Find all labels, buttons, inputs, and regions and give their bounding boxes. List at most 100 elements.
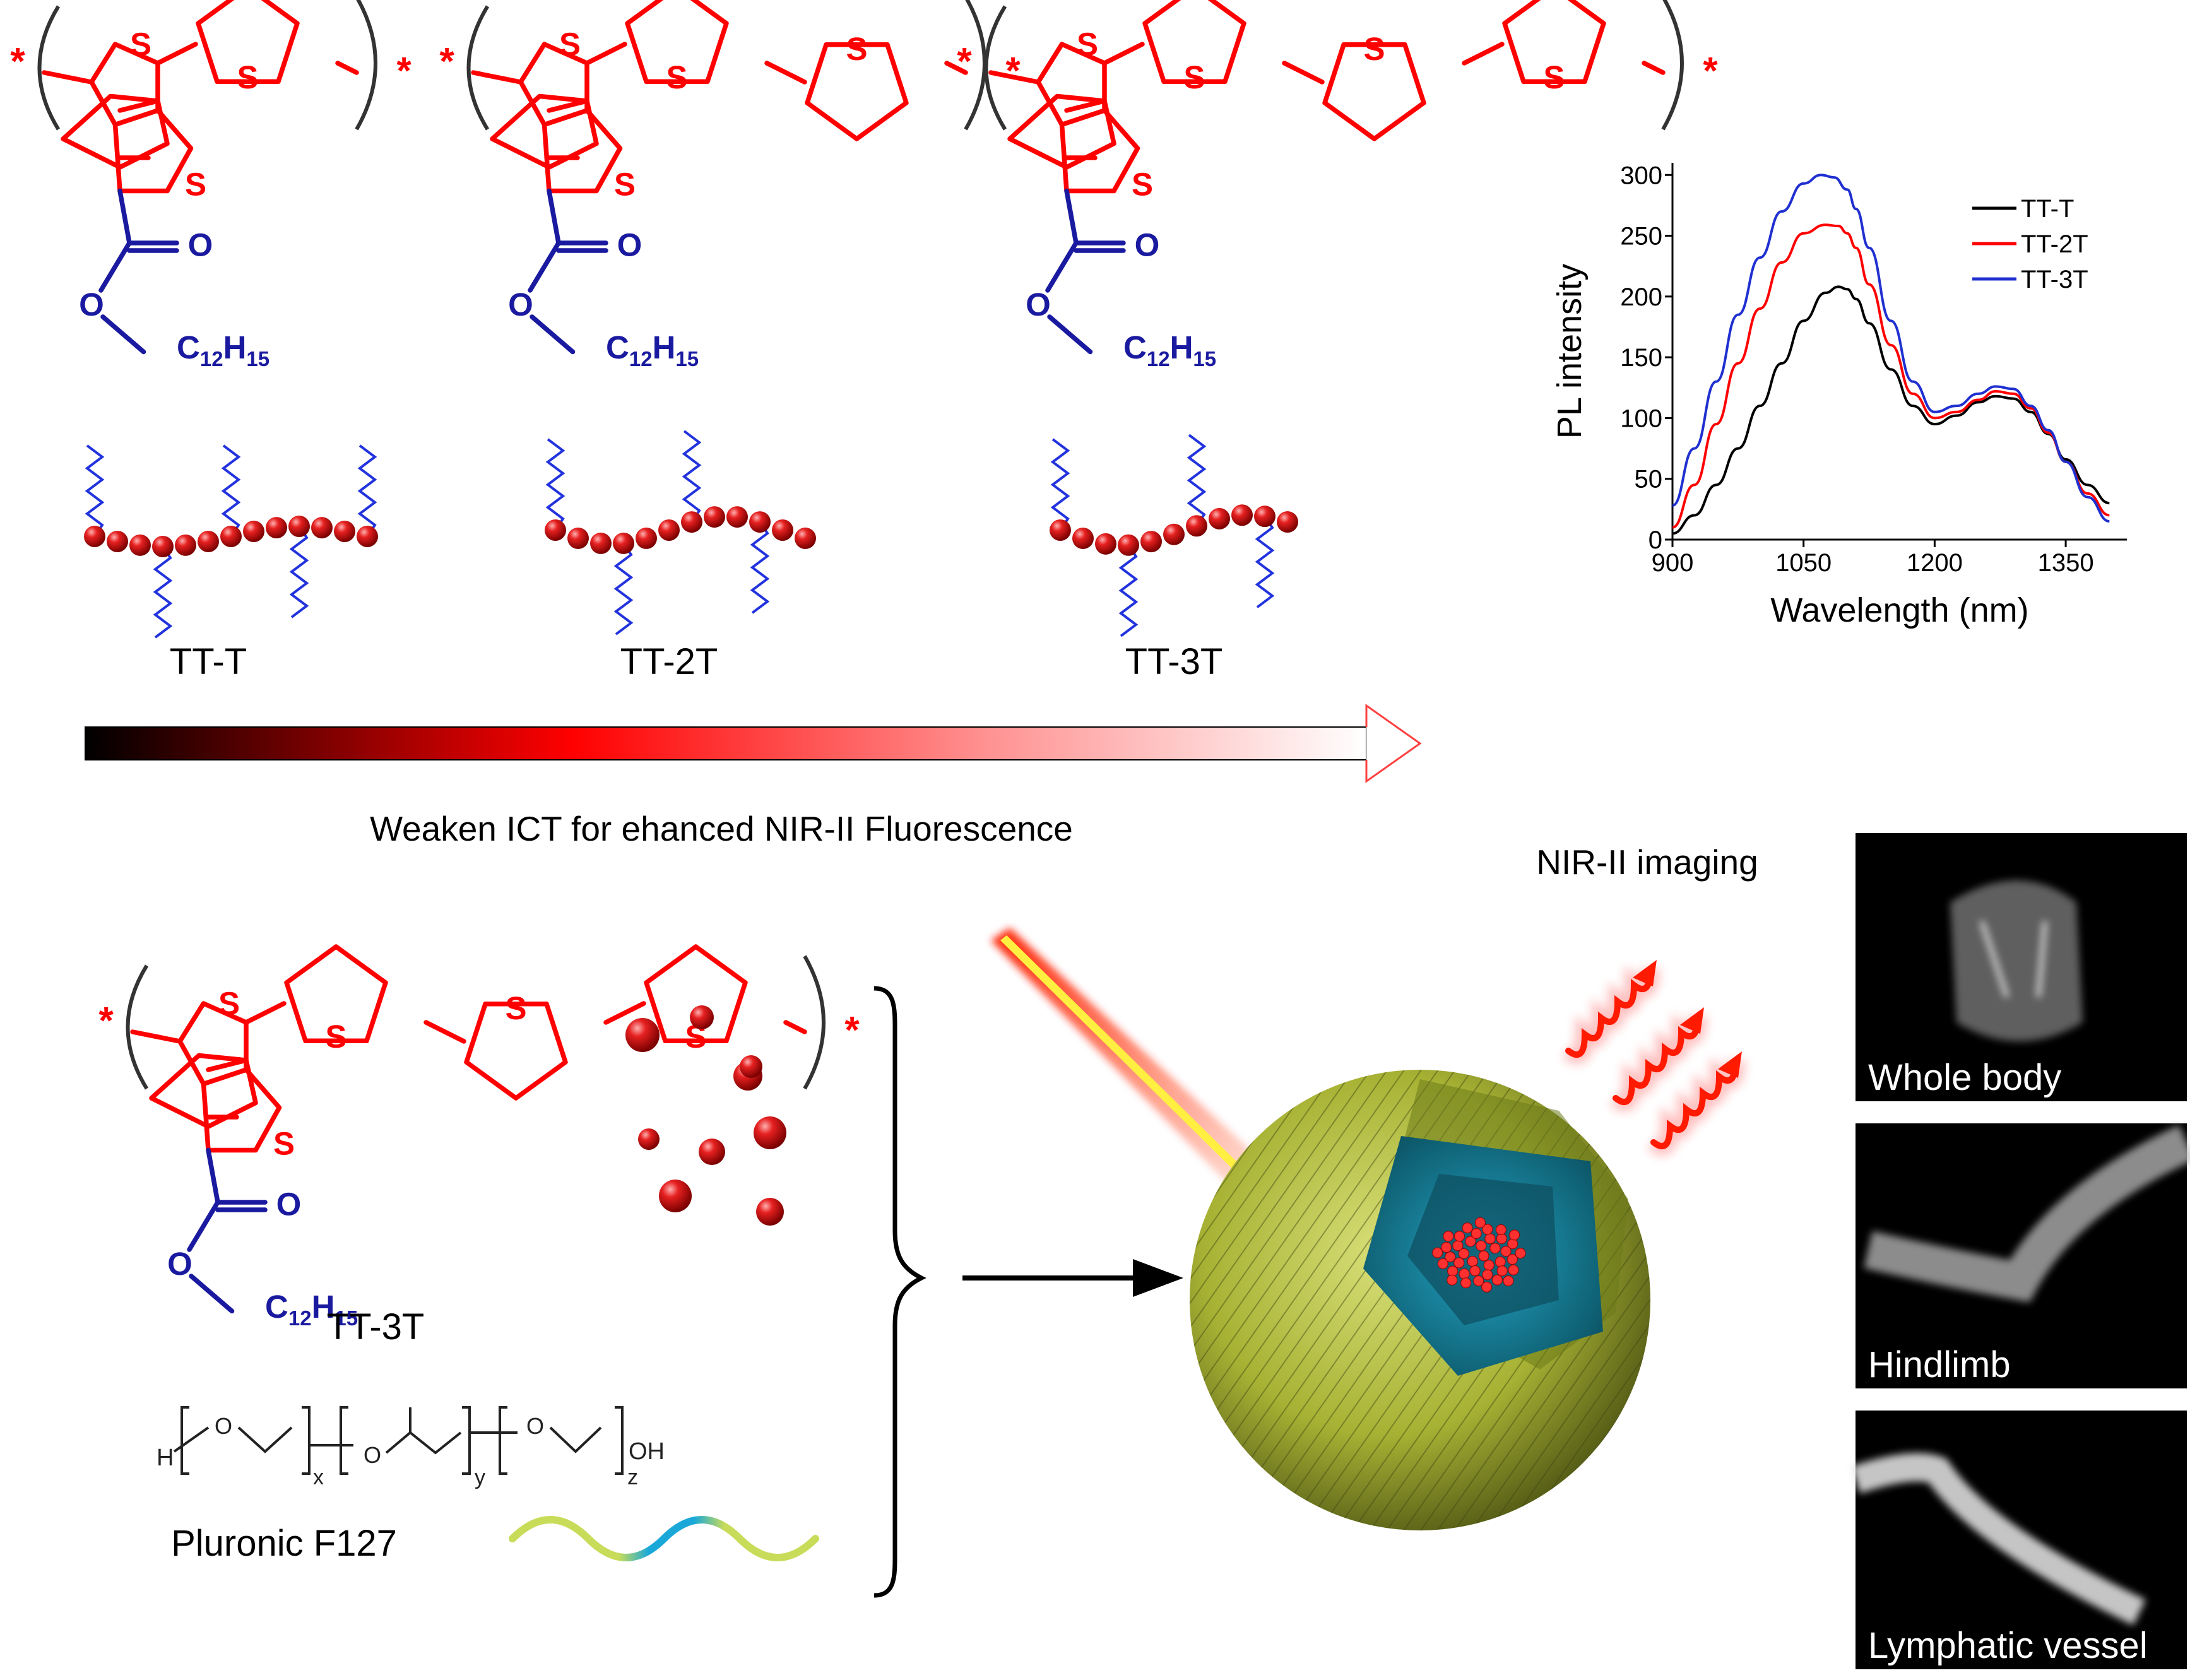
core-dot [1452, 1240, 1464, 1251]
alkyl-h: H [312, 1289, 335, 1325]
bond [189, 1274, 235, 1314]
wave-glow [1562, 966, 1660, 1064]
thiophene-ring [196, 0, 300, 84]
wave-arrowhead [1718, 1051, 1742, 1078]
thiophene-ring [1322, 42, 1426, 141]
side-chain [289, 525, 309, 618]
sulfur-atom: S [130, 27, 151, 62]
core-dot [1469, 1265, 1481, 1277]
polymer-bead [772, 519, 793, 541]
x-tick-label: 1200 [1907, 549, 1963, 577]
thiophene-ring [625, 0, 729, 84]
alkyl-chain: C12H15 [265, 1289, 358, 1330]
polymer-bead [681, 511, 702, 533]
polymer-bead [175, 534, 196, 556]
polymer-bead [1163, 523, 1185, 545]
polymer-bead [1277, 511, 1298, 533]
side-chain [1050, 438, 1070, 531]
alkyl-sub: 12 [1147, 347, 1170, 370]
y-tick-label: 300 [1620, 162, 1662, 189]
sulfur-atom: S [185, 167, 206, 203]
panel-caption: Whole body [1868, 1057, 2061, 1098]
bond [764, 61, 807, 85]
oxygen-atom: O [79, 287, 104, 322]
oxygen-atom: O [1026, 287, 1051, 322]
core-dot [1496, 1265, 1508, 1277]
bond [584, 42, 627, 66]
polymer-sphere [754, 1116, 786, 1149]
bond [130, 1029, 182, 1044]
oxygen-atom: O [617, 227, 642, 263]
label-tt-3t-bottom: TT-3T [327, 1306, 425, 1347]
assembly-arrow [962, 1259, 1183, 1297]
bond [547, 98, 589, 113]
bond [1064, 98, 1107, 113]
alkyl-sub: 12 [629, 347, 653, 370]
core-dot [1459, 1268, 1470, 1279]
sulfur-atom: S [1543, 59, 1565, 95]
core-dot [1482, 1224, 1493, 1235]
sulfur-atom: S [273, 1126, 295, 1162]
polymer-bead [129, 534, 151, 556]
y-tick-label: 150 [1620, 344, 1662, 372]
oxygen-atom: O [1135, 227, 1160, 263]
side-chain [357, 444, 377, 538]
bond [100, 314, 146, 355]
polymer-bead [636, 527, 657, 549]
pluronic-f127-formula: H O x O y O z OH [157, 1406, 665, 1489]
sulfur-atom: S [846, 31, 867, 67]
bond [187, 1200, 220, 1252]
core-dot [1458, 1248, 1469, 1259]
polymer-sphere [699, 1139, 725, 1165]
label-pluronic: Pluronic F127 [171, 1523, 397, 1564]
label-tt-3t: TT-3T [1125, 641, 1223, 682]
side-chain [613, 542, 634, 636]
thiophene-ring-fused-2 [201, 1067, 282, 1153]
polymer-bead [613, 532, 634, 554]
bond [42, 70, 94, 85]
polymer-bead [567, 527, 589, 549]
polymer-bead [220, 526, 242, 547]
lymph-signal [1850, 1453, 2146, 1626]
sulfur-atom: S [666, 59, 687, 95]
laser-beam [991, 928, 1262, 1186]
sulfur-atom: S [237, 59, 258, 95]
y-tick-label: 250 [1620, 223, 1662, 251]
panel-caption: Hindlimb [1868, 1344, 2011, 1385]
polymer-sphere [756, 1198, 784, 1226]
side-chain [545, 438, 565, 531]
repeat-bracket-left [37, 5, 61, 131]
core-dot [1495, 1224, 1506, 1235]
core-dot [1445, 1251, 1456, 1263]
oxygen-atom: O [276, 1186, 302, 1222]
bond [1642, 61, 1666, 75]
polymer-bead [1050, 519, 1071, 541]
x-tick-label: 1050 [1775, 549, 1832, 577]
core-dot [1447, 1274, 1458, 1286]
core-dot [1437, 1258, 1448, 1269]
mouse-body-signal [1950, 880, 2083, 1041]
polymer-bead [1072, 527, 1094, 549]
side-chain [750, 521, 770, 614]
bond [603, 1001, 646, 1025]
polymer-sphere [659, 1180, 692, 1212]
ict-gradient-arrow [85, 704, 1422, 783]
polymer-bead [749, 511, 771, 533]
polymer-bead [1118, 534, 1139, 556]
polymer-bead [726, 506, 748, 528]
bond [206, 1147, 220, 1205]
f127-y: y [475, 1465, 485, 1489]
core-dot [1453, 1231, 1465, 1242]
polymer-bead [545, 519, 566, 541]
tt-3t-chain-cartoon [1050, 434, 1298, 637]
end-group-star: * [98, 1000, 114, 1042]
bond [335, 61, 359, 75]
curly-brace [873, 986, 926, 1598]
core-dot [1483, 1260, 1495, 1271]
f127-o1: O [215, 1413, 232, 1439]
bond [547, 188, 561, 245]
